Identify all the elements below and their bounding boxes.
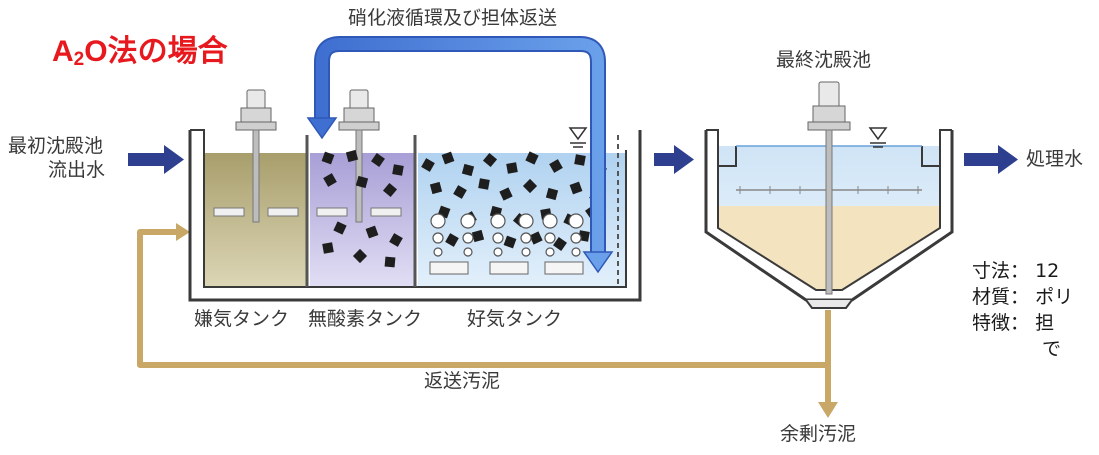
air-bubble (518, 213, 534, 229)
carrier-piece (355, 175, 369, 189)
carrier-piece (525, 151, 539, 165)
transfer-arrow (654, 145, 694, 174)
carrier-piece (382, 182, 398, 198)
carrier-piece (553, 237, 567, 251)
carrier-piece (429, 181, 443, 195)
excess-sludge-arrow (818, 402, 838, 418)
spec-row-size: 寸法： 12 (972, 260, 1060, 282)
air-bubble (430, 213, 446, 229)
carrier-piece (522, 178, 538, 194)
air-bubble (570, 232, 582, 244)
carrier-piece (389, 233, 403, 247)
mixer-anaerobic (213, 89, 299, 223)
carrier-piece (352, 248, 368, 264)
carrier-piece (323, 173, 337, 187)
air-bubble (490, 213, 506, 229)
spec-row-feature-cont: で (1042, 338, 1062, 360)
carrier-piece (503, 235, 517, 249)
mixer-anoxic (316, 89, 402, 223)
carrier-piece (529, 231, 543, 245)
carrier-piece (322, 242, 334, 254)
air-bubble (571, 247, 581, 257)
air-bubble (545, 247, 555, 257)
carrier-piece (478, 178, 490, 190)
return-sludge-line (137, 223, 838, 418)
carrier-piece (384, 256, 396, 268)
carrier-piece (482, 152, 498, 168)
carrier-piece (321, 151, 335, 165)
diagram-title: A2O法の場合 (52, 35, 228, 70)
carrier-piece (371, 153, 385, 167)
carrier-piece (445, 233, 459, 247)
carrier-piece (392, 164, 404, 176)
air-bubble (520, 232, 532, 244)
carrier-piece (333, 221, 347, 235)
carrier-piece (421, 158, 435, 172)
carrier-piece (441, 151, 455, 165)
carrier-piece (574, 154, 586, 166)
spec-row-feature: 特徴： 担 (972, 312, 1055, 334)
anaerobic-tank-label: 嫌気タンク (194, 308, 290, 330)
carrier-piece (506, 162, 518, 174)
air-bubble (544, 232, 556, 244)
carrier-piece (453, 185, 467, 199)
air-bubble (542, 213, 558, 229)
air-bubble (463, 247, 473, 257)
final-clarifier-label: 最終沈殿池 (776, 49, 872, 71)
carrier-piece (545, 187, 559, 201)
final-clarifier (704, 81, 954, 309)
return-sludge-label: 返送汚泥 (424, 370, 501, 392)
influent-label-line1: 最初沈殿池 (8, 135, 104, 157)
excess-sludge-label: 余剰汚泥 (780, 423, 857, 445)
carrier-piece (499, 187, 513, 201)
air-bubble (521, 247, 531, 257)
air-bubbles (430, 213, 584, 257)
influent-label-line2: 流出水 (48, 159, 106, 181)
diffusers (429, 261, 584, 275)
recycle-label: 硝化液循環及び担体返送 (348, 7, 558, 29)
effluent-arrow (964, 145, 1018, 174)
carrier-piece (365, 225, 379, 239)
carrier-piece (471, 229, 485, 243)
air-bubble (493, 247, 503, 257)
influent-arrow (128, 145, 184, 174)
air-bubble (462, 232, 474, 244)
carrier-piece (345, 149, 359, 163)
air-bubble (492, 232, 504, 244)
spec-row-material: 材質： ポリ (972, 286, 1074, 308)
effluent-label: 処理水 (1026, 148, 1084, 170)
carrier-piece (569, 181, 583, 195)
air-bubble (568, 213, 584, 229)
aerobic-tank-label: 好気タンク (467, 308, 563, 330)
carrier-piece (461, 163, 475, 177)
air-bubble (433, 247, 443, 257)
air-bubble (432, 232, 444, 244)
recycle-arrow (306, 36, 614, 274)
carrier-piece (549, 159, 563, 173)
anoxic-tank-label: 無酸素タンク (308, 308, 423, 330)
air-bubble (460, 213, 476, 229)
